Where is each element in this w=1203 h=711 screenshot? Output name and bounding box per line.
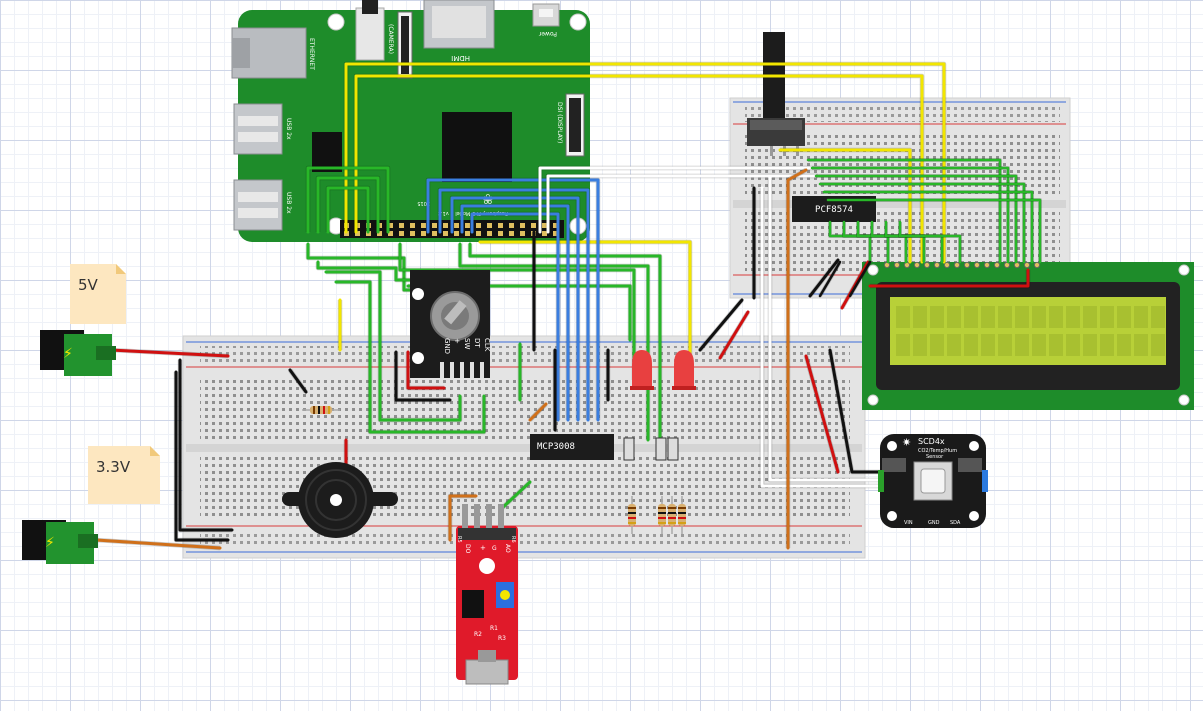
hdmi-label: HDMI <box>451 54 470 62</box>
resistors <box>302 406 686 534</box>
sound-sensor-module: DO + G AO R5 R6 R1 R2 R3 <box>456 504 518 685</box>
svg-text:VIN: VIN <box>904 520 913 526</box>
note-3v3: 3.3V <box>88 446 160 504</box>
svg-text:5V: 5V <box>78 276 99 294</box>
mcp3008-chip: MCP3008 <box>530 434 614 460</box>
piezo-buzzer <box>282 462 398 538</box>
note-5v: 5V <box>70 264 126 324</box>
svg-text:PCF8574: PCF8574 <box>815 205 853 215</box>
lightning-icon: ⚡ <box>45 535 55 551</box>
svg-text:DO: DO <box>464 544 471 554</box>
scd4x-sensor: SCD4x CO2/Temp/Hum Sensor ✷ VIN GND SDA <box>878 434 988 528</box>
led-red-1 <box>630 350 654 390</box>
svg-text:R2: R2 <box>474 631 482 638</box>
ethernet-label: ETHERNET <box>308 38 315 70</box>
svg-text:G: G <box>492 545 497 552</box>
svg-text:SDA: SDA <box>950 520 961 526</box>
usb-port-bottom <box>233 179 283 231</box>
soc-chip <box>442 112 512 182</box>
svg-text:GND: GND <box>928 520 940 526</box>
svg-text:R5: R5 <box>456 536 462 543</box>
svg-text:R6: R6 <box>510 536 516 543</box>
encoder-pin-label: DT <box>473 338 481 348</box>
push-buttons <box>623 437 679 461</box>
usb-top-label: USB 2x <box>285 118 292 140</box>
lightning-icon: ⚡ <box>63 346 73 362</box>
wire-layer <box>94 61 1042 551</box>
encoder-pin-label: GND <box>443 338 451 354</box>
svg-text:AO: AO <box>504 544 511 553</box>
svg-text:MCP3008: MCP3008 <box>537 442 575 452</box>
encoder-pin-label: + <box>453 338 461 344</box>
svg-text:+: + <box>480 544 486 552</box>
dc-jack-3v3: ⚡ <box>22 520 98 564</box>
dc-jack-5v: ⚡ <box>40 330 116 376</box>
display-label: DSI (DISPLAY) <box>556 102 563 143</box>
svg-text:SCD4x: SCD4x <box>918 437 945 446</box>
usb-port-top <box>233 103 283 155</box>
svg-text:R1: R1 <box>490 625 498 632</box>
camera-label: (CAMERA) <box>387 24 394 54</box>
potentiometer <box>747 32 805 156</box>
raspberry-logo-icon: ❀ <box>482 192 494 208</box>
star-icon: ✷ <box>902 436 911 449</box>
svg-text:Sensor: Sensor <box>926 454 944 460</box>
usb-bottom-label: USB 2x <box>285 192 292 214</box>
svg-text:R3: R3 <box>498 635 506 642</box>
encoder-pin-label: SW <box>463 338 471 349</box>
led-red-2 <box>672 350 696 390</box>
audio-jack <box>355 7 385 61</box>
power-label: Power <box>538 30 557 37</box>
board-year-label: 2015 <box>417 200 430 206</box>
svg-text:3.3V: 3.3V <box>96 458 131 476</box>
svg-text:CO2/Temp/Hum: CO2/Temp/Hum <box>918 448 957 454</box>
raspberry-pi: ETHERNET USB 2x USB 2x HDMI Power (CAMER… <box>231 0 590 242</box>
encoder-pin-label: CLK <box>483 338 491 352</box>
